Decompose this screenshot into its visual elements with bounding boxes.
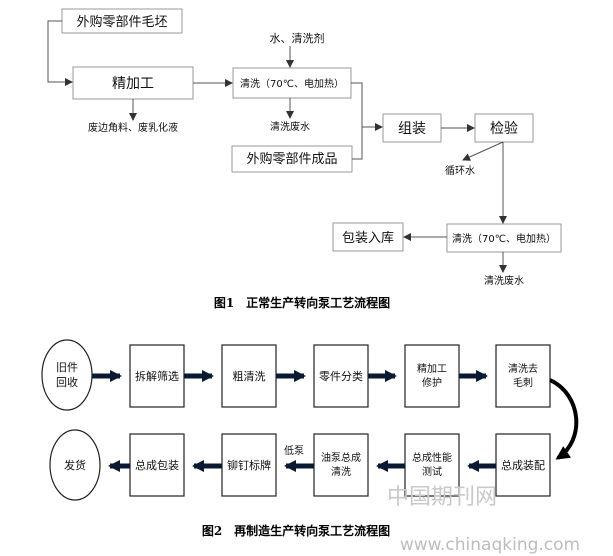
watermark-url: www.chinaqking.com bbox=[400, 535, 580, 555]
label-rough-clean: 粗清洗 bbox=[233, 370, 266, 383]
box-cleaning-1 bbox=[232, 67, 352, 99]
node-pump-clean bbox=[313, 433, 369, 497]
node-recycle bbox=[41, 339, 93, 411]
arrow-blank-to-finishing bbox=[47, 20, 73, 86]
watermark-cn: 中国期刊网 bbox=[387, 485, 497, 510]
label-finishing: 精加工 bbox=[112, 76, 154, 92]
label-packing: 包装入库 bbox=[342, 230, 394, 246]
label-deburr-1: 清洗去 bbox=[508, 362, 538, 375]
caption-figure-2: 图2 再制造生产转向泵工艺流程图 bbox=[202, 523, 390, 538]
label-circulating-water: 循环水 bbox=[445, 164, 475, 177]
caption-figure-1: 图1 正常生产转向泵工艺流程图 bbox=[214, 295, 390, 310]
node-rivet bbox=[221, 433, 277, 497]
label-test-2: 测试 bbox=[422, 465, 442, 478]
label-recycle-1: 旧件 bbox=[56, 361, 78, 374]
node-packaging bbox=[129, 433, 185, 497]
label-pump-clean-2: 清洗 bbox=[331, 465, 351, 478]
arrow-finished-to-assembly bbox=[352, 127, 363, 160]
label-disassembly: 拆解筛选 bbox=[135, 369, 179, 383]
node-final-assembly bbox=[495, 433, 551, 497]
label-recycle-2: 回收 bbox=[56, 375, 78, 389]
node-disassembly bbox=[129, 344, 185, 408]
box-assembly bbox=[382, 113, 442, 143]
label-ship: 发货 bbox=[64, 458, 86, 472]
label-final-assembly: 总成装配 bbox=[501, 458, 545, 472]
label-inspection: 检验 bbox=[490, 121, 518, 137]
box-inspection bbox=[474, 113, 534, 143]
label-rivet: 铆钉标牌 bbox=[227, 458, 271, 472]
label-finished-purchase: 外购零部件成品 bbox=[246, 151, 337, 167]
label-finishing-waste: 废边角料、废乳化液 bbox=[88, 121, 178, 134]
node-test bbox=[404, 433, 460, 497]
label-test-1: 总成性能 bbox=[412, 451, 452, 464]
label-waste-water-2: 清洗废水 bbox=[484, 274, 524, 287]
label-classify: 零件分类 bbox=[319, 369, 363, 383]
arrow-cleaning-to-assembly bbox=[351, 82, 383, 131]
label-repair-2: 修护 bbox=[422, 376, 442, 389]
node-classify bbox=[313, 344, 369, 408]
box-cleaning-2 bbox=[446, 223, 562, 253]
label-water-input: 水、清洗剂 bbox=[270, 31, 325, 45]
box-finishing bbox=[72, 66, 194, 100]
label-packaging: 总成包装 bbox=[135, 458, 179, 472]
label-cleaning-1: 清洗（70℃、电加热） bbox=[240, 77, 344, 90]
label-low-pump: 低泵 bbox=[284, 444, 304, 457]
node-deburr bbox=[495, 344, 551, 408]
arrow-circulating-water bbox=[462, 141, 504, 161]
label-repair-1: 精加工 bbox=[417, 362, 447, 375]
label-pump-clean-1: 油泵总成 bbox=[321, 451, 361, 464]
label-deburr-2: 毛刺 bbox=[513, 377, 533, 389]
figure-1 bbox=[47, 8, 562, 273]
label-blank-purchase: 外购零部件毛坯 bbox=[76, 14, 167, 30]
node-repair bbox=[404, 344, 460, 408]
label-cleaning-2: 清洗（70℃、电加热） bbox=[452, 232, 556, 245]
label-assembly: 组装 bbox=[398, 121, 426, 137]
node-rough-clean bbox=[221, 344, 277, 408]
node-ship bbox=[49, 429, 101, 501]
label-waste-water-1: 清洗废水 bbox=[270, 120, 310, 133]
arrow-deburr-to-final-assembly bbox=[549, 378, 579, 460]
figure-2 bbox=[41, 339, 579, 501]
box-packing bbox=[332, 222, 404, 252]
